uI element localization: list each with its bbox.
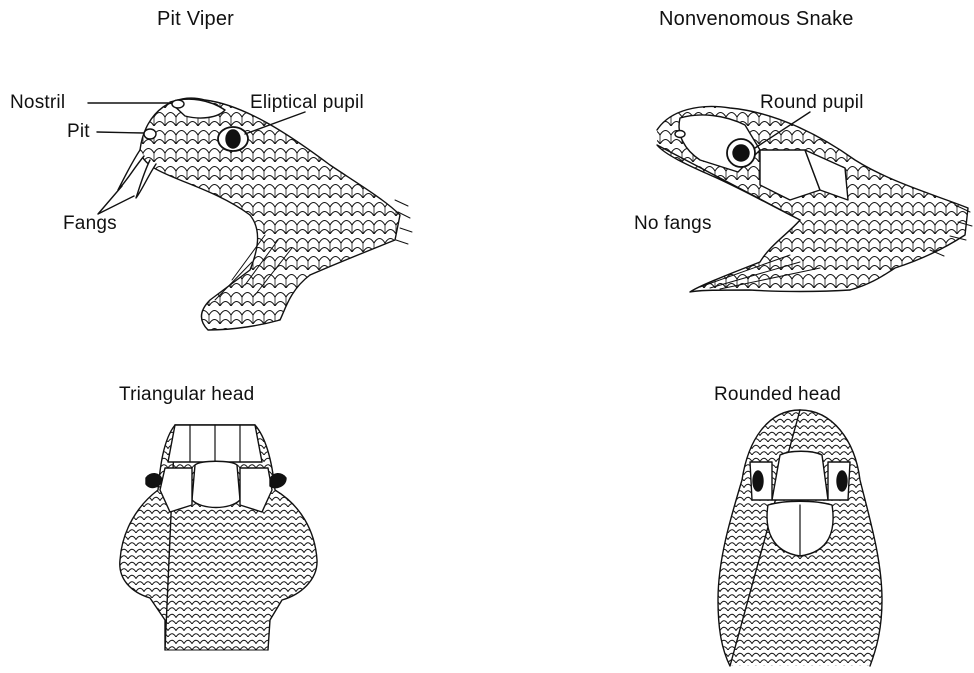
pit-viper-side-view [88, 90, 412, 340]
nonvenomous-side-view [650, 100, 974, 300]
triangular-head-top-view [110, 420, 330, 660]
rounded-head-top-view [710, 405, 890, 670]
fangs-leader-lines [98, 186, 134, 214]
pit-leader-line [97, 132, 144, 133]
